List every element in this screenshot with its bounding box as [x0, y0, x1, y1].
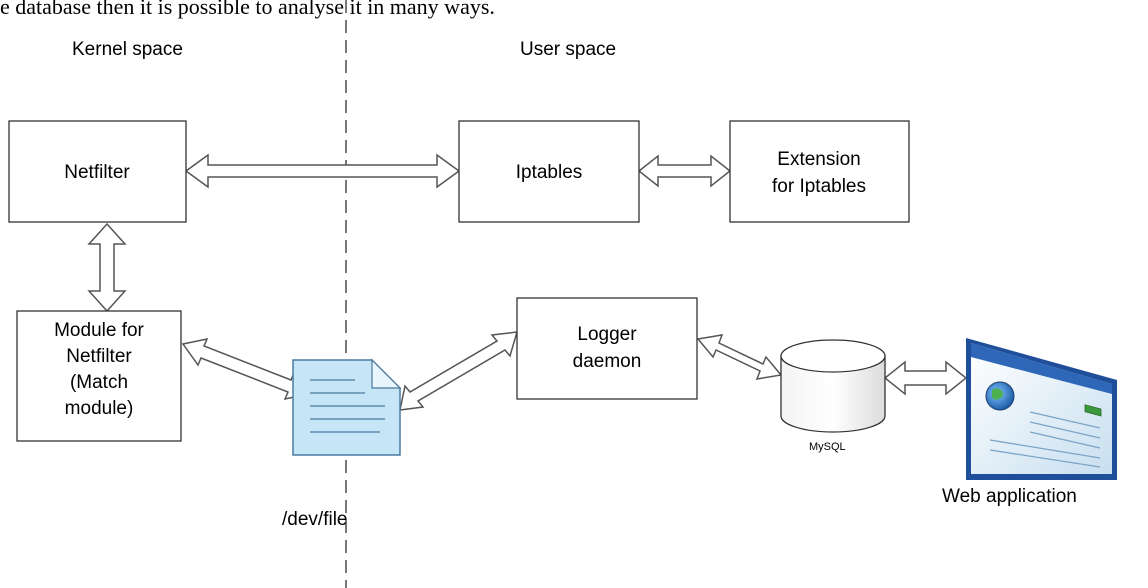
- arrow-logger-mysql: [696, 334, 783, 380]
- user-space-label: User space: [520, 39, 616, 60]
- arrow-file-logger: [399, 331, 519, 411]
- extension-label-line1: Extension: [777, 149, 860, 170]
- arrow-module-file: [181, 337, 311, 401]
- webapp-label: Web application: [942, 486, 1077, 507]
- web-application-icon: [966, 338, 1117, 480]
- arrow-iptables-extension: [637, 154, 732, 188]
- module-label-line2: Netfilter: [66, 346, 132, 367]
- netfilter-label: Netfilter: [64, 162, 130, 183]
- arrow-netfilter-module: [87, 222, 127, 313]
- module-label-line4: module): [65, 398, 134, 419]
- file-label: /dev/file: [282, 509, 347, 530]
- module-box: Module for Netfilter (Match module): [16, 310, 182, 442]
- logger-label-line1: Logger: [577, 324, 637, 345]
- mysql-label: MySQL: [809, 441, 846, 453]
- kernel-space-label: Kernel space: [72, 39, 183, 60]
- extension-label-line2: for Iptables: [772, 176, 866, 197]
- iptables-box: Iptables: [458, 120, 640, 223]
- extension-box: Extension for Iptables: [729, 120, 910, 223]
- logger-box: Logger daemon: [516, 297, 698, 400]
- module-label-line3: (Match: [70, 372, 128, 393]
- mysql-database-icon: [780, 339, 886, 433]
- file-document-icon: [292, 358, 402, 456]
- header-text: e database then it is possible to analys…: [0, 0, 495, 19]
- netfilter-box: Netfilter: [8, 120, 187, 223]
- arrow-mysql-webapp: [883, 360, 968, 396]
- module-label-line1: Module for: [54, 320, 144, 341]
- logger-label-line2: daemon: [573, 351, 642, 372]
- iptables-label: Iptables: [516, 162, 583, 183]
- arrow-netfilter-iptables: [184, 153, 461, 189]
